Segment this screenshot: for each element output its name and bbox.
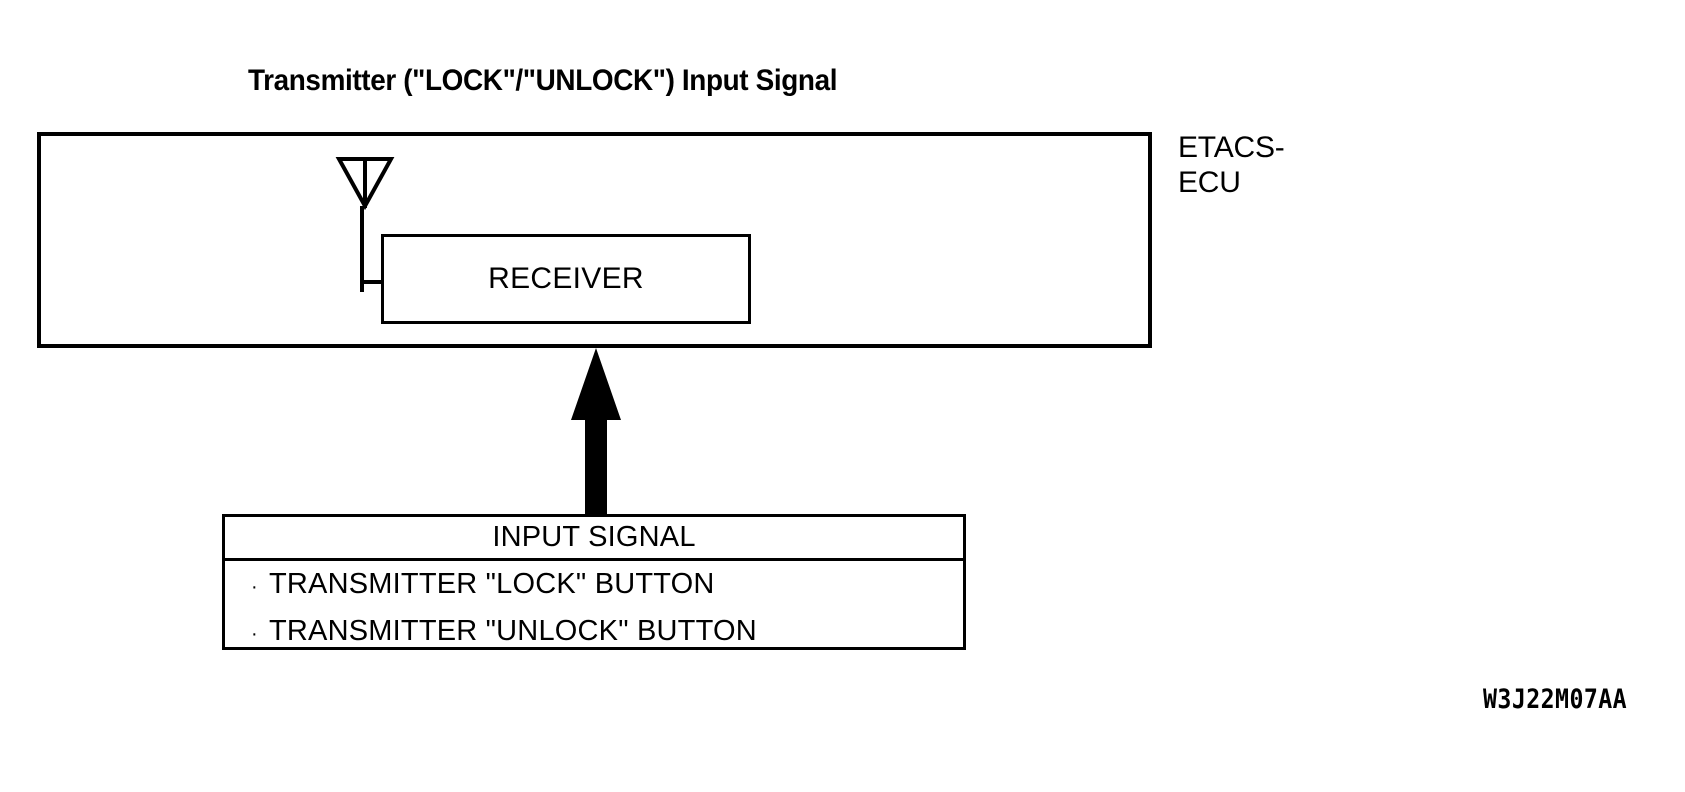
receiver-label: RECEIVER [488,262,644,295]
input-signal-item-label: TRANSMITTER "UNLOCK" BUTTON [269,615,757,647]
antenna-lead-vertical [360,206,364,284]
bullet-icon: · [251,623,258,645]
page-title: Transmitter ("LOCK"/"UNLOCK") Input Sign… [248,64,838,97]
etacs-ecu-label: ETACS- ECU [1178,131,1285,199]
table-row: · TRANSMITTER "UNLOCK" BUTTON [251,609,963,656]
receiver-box: RECEIVER [381,234,751,324]
bullet-icon: · [251,576,258,598]
input-signal-table-body: · TRANSMITTER "LOCK" BUTTON · TRANSMITTE… [225,561,963,656]
table-row: · TRANSMITTER "LOCK" BUTTON [251,562,963,609]
antenna-lead-horizontal [360,280,385,284]
up-arrow-icon [571,348,621,518]
input-signal-table: INPUT SIGNAL · TRANSMITTER "LOCK" BUTTON… [222,514,966,650]
input-signal-header-label: INPUT SIGNAL [492,521,696,553]
input-signal-item-label: TRANSMITTER "LOCK" BUTTON [269,568,715,600]
figure-code: W3J22M07AA [1483,684,1628,715]
input-signal-table-header: INPUT SIGNAL [225,517,963,561]
